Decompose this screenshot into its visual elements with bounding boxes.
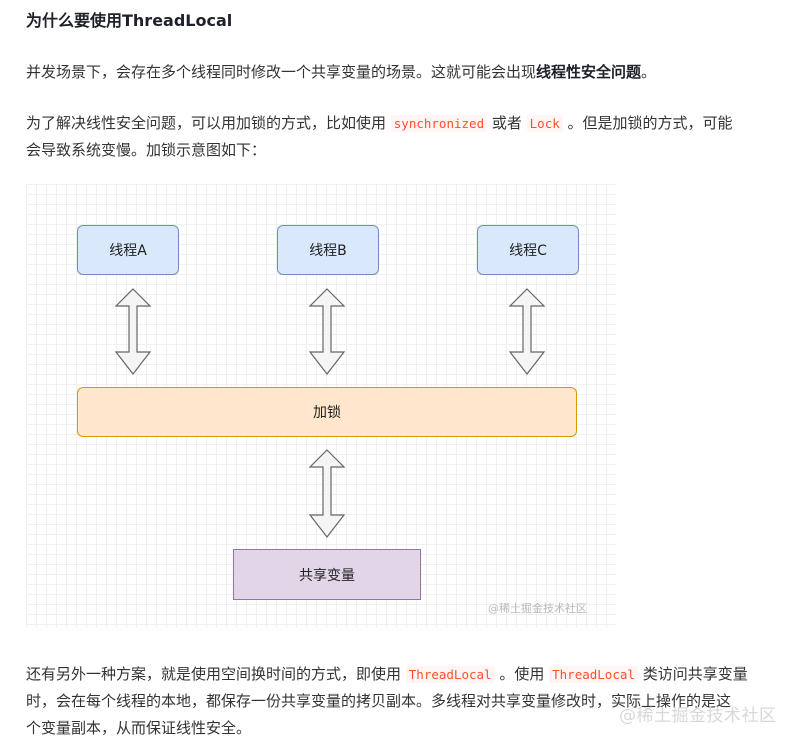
shared-variable-box: 共享变量 — [233, 549, 421, 600]
paragraph-1: 并发场景下，会存在多个线程同时修改一个共享变量的场景。这就可能会出现线程性安全问… — [26, 59, 656, 86]
double-arrow-lock-shared — [308, 449, 346, 538]
paragraph-2-mid: 或者 — [487, 114, 527, 132]
paragraph-2: 为了解决线性安全问题，可以用加锁的方式，比如使用 synchronized 或者… — [26, 110, 733, 164]
code-lock: Lock — [526, 115, 563, 132]
double-arrow-thread-b — [308, 288, 346, 375]
double-arrow-thread-a — [114, 288, 152, 375]
thread-c-box: 线程C — [477, 225, 579, 275]
double-arrow-thread-c — [508, 288, 546, 375]
paragraph-1-text: 并发场景下，会存在多个线程同时修改一个共享变量的场景。这就可能会出现 — [26, 63, 537, 81]
arrows-layer — [114, 288, 546, 538]
code-synchronized: synchronized — [390, 115, 488, 132]
article-heading: 为什么要使用ThreadLocal — [26, 11, 233, 30]
paragraph-3: 还有另外一种方案，就是使用空间换时间的方式，即使用 ThreadLocal 。使… — [26, 661, 748, 742]
thread-a-box: 线程A — [77, 225, 179, 275]
code-threadlocal-2: ThreadLocal — [549, 666, 638, 683]
paragraph-2-line2: 会导致系统变慢。加锁示意图如下： — [26, 141, 267, 159]
lock-box: 加锁 — [77, 387, 577, 437]
paragraph-3-l2: 时，会在每个线程的本地，都保存一份共享变量的拷贝副本。多线程对共享变量修改时，实… — [26, 692, 732, 710]
diagram-watermark: @稀土掘金技术社区 — [488, 602, 587, 615]
paragraph-3-l1c: 类访问共享变量 — [637, 665, 748, 683]
paragraph-3-l3: 个变量副本，从而保证线性安全。 — [26, 719, 252, 737]
code-threadlocal-1: ThreadLocal — [405, 666, 495, 683]
paragraph-1-end: 。 — [641, 63, 657, 81]
paragraph-2-pre: 为了解决线性安全问题，可以用加锁的方式，比如使用 — [26, 114, 391, 132]
paragraph-1-bold: 线程性安全问题 — [536, 63, 642, 81]
lock-diagram: 线程A 线程B 线程C 加锁 共享变量 @稀土掘金技术社区 — [26, 184, 616, 628]
paragraph-3-l1a: 还有另外一种方案，就是使用空间换时间的方式，即使用 — [26, 665, 406, 683]
thread-b-box: 线程B — [277, 225, 379, 275]
page-watermark: @稀土掘金技术社区 — [619, 706, 777, 726]
paragraph-2-post: 。但是加锁的方式，可能 — [562, 114, 733, 132]
paragraph-3-l1b: 。使用 — [494, 665, 550, 683]
